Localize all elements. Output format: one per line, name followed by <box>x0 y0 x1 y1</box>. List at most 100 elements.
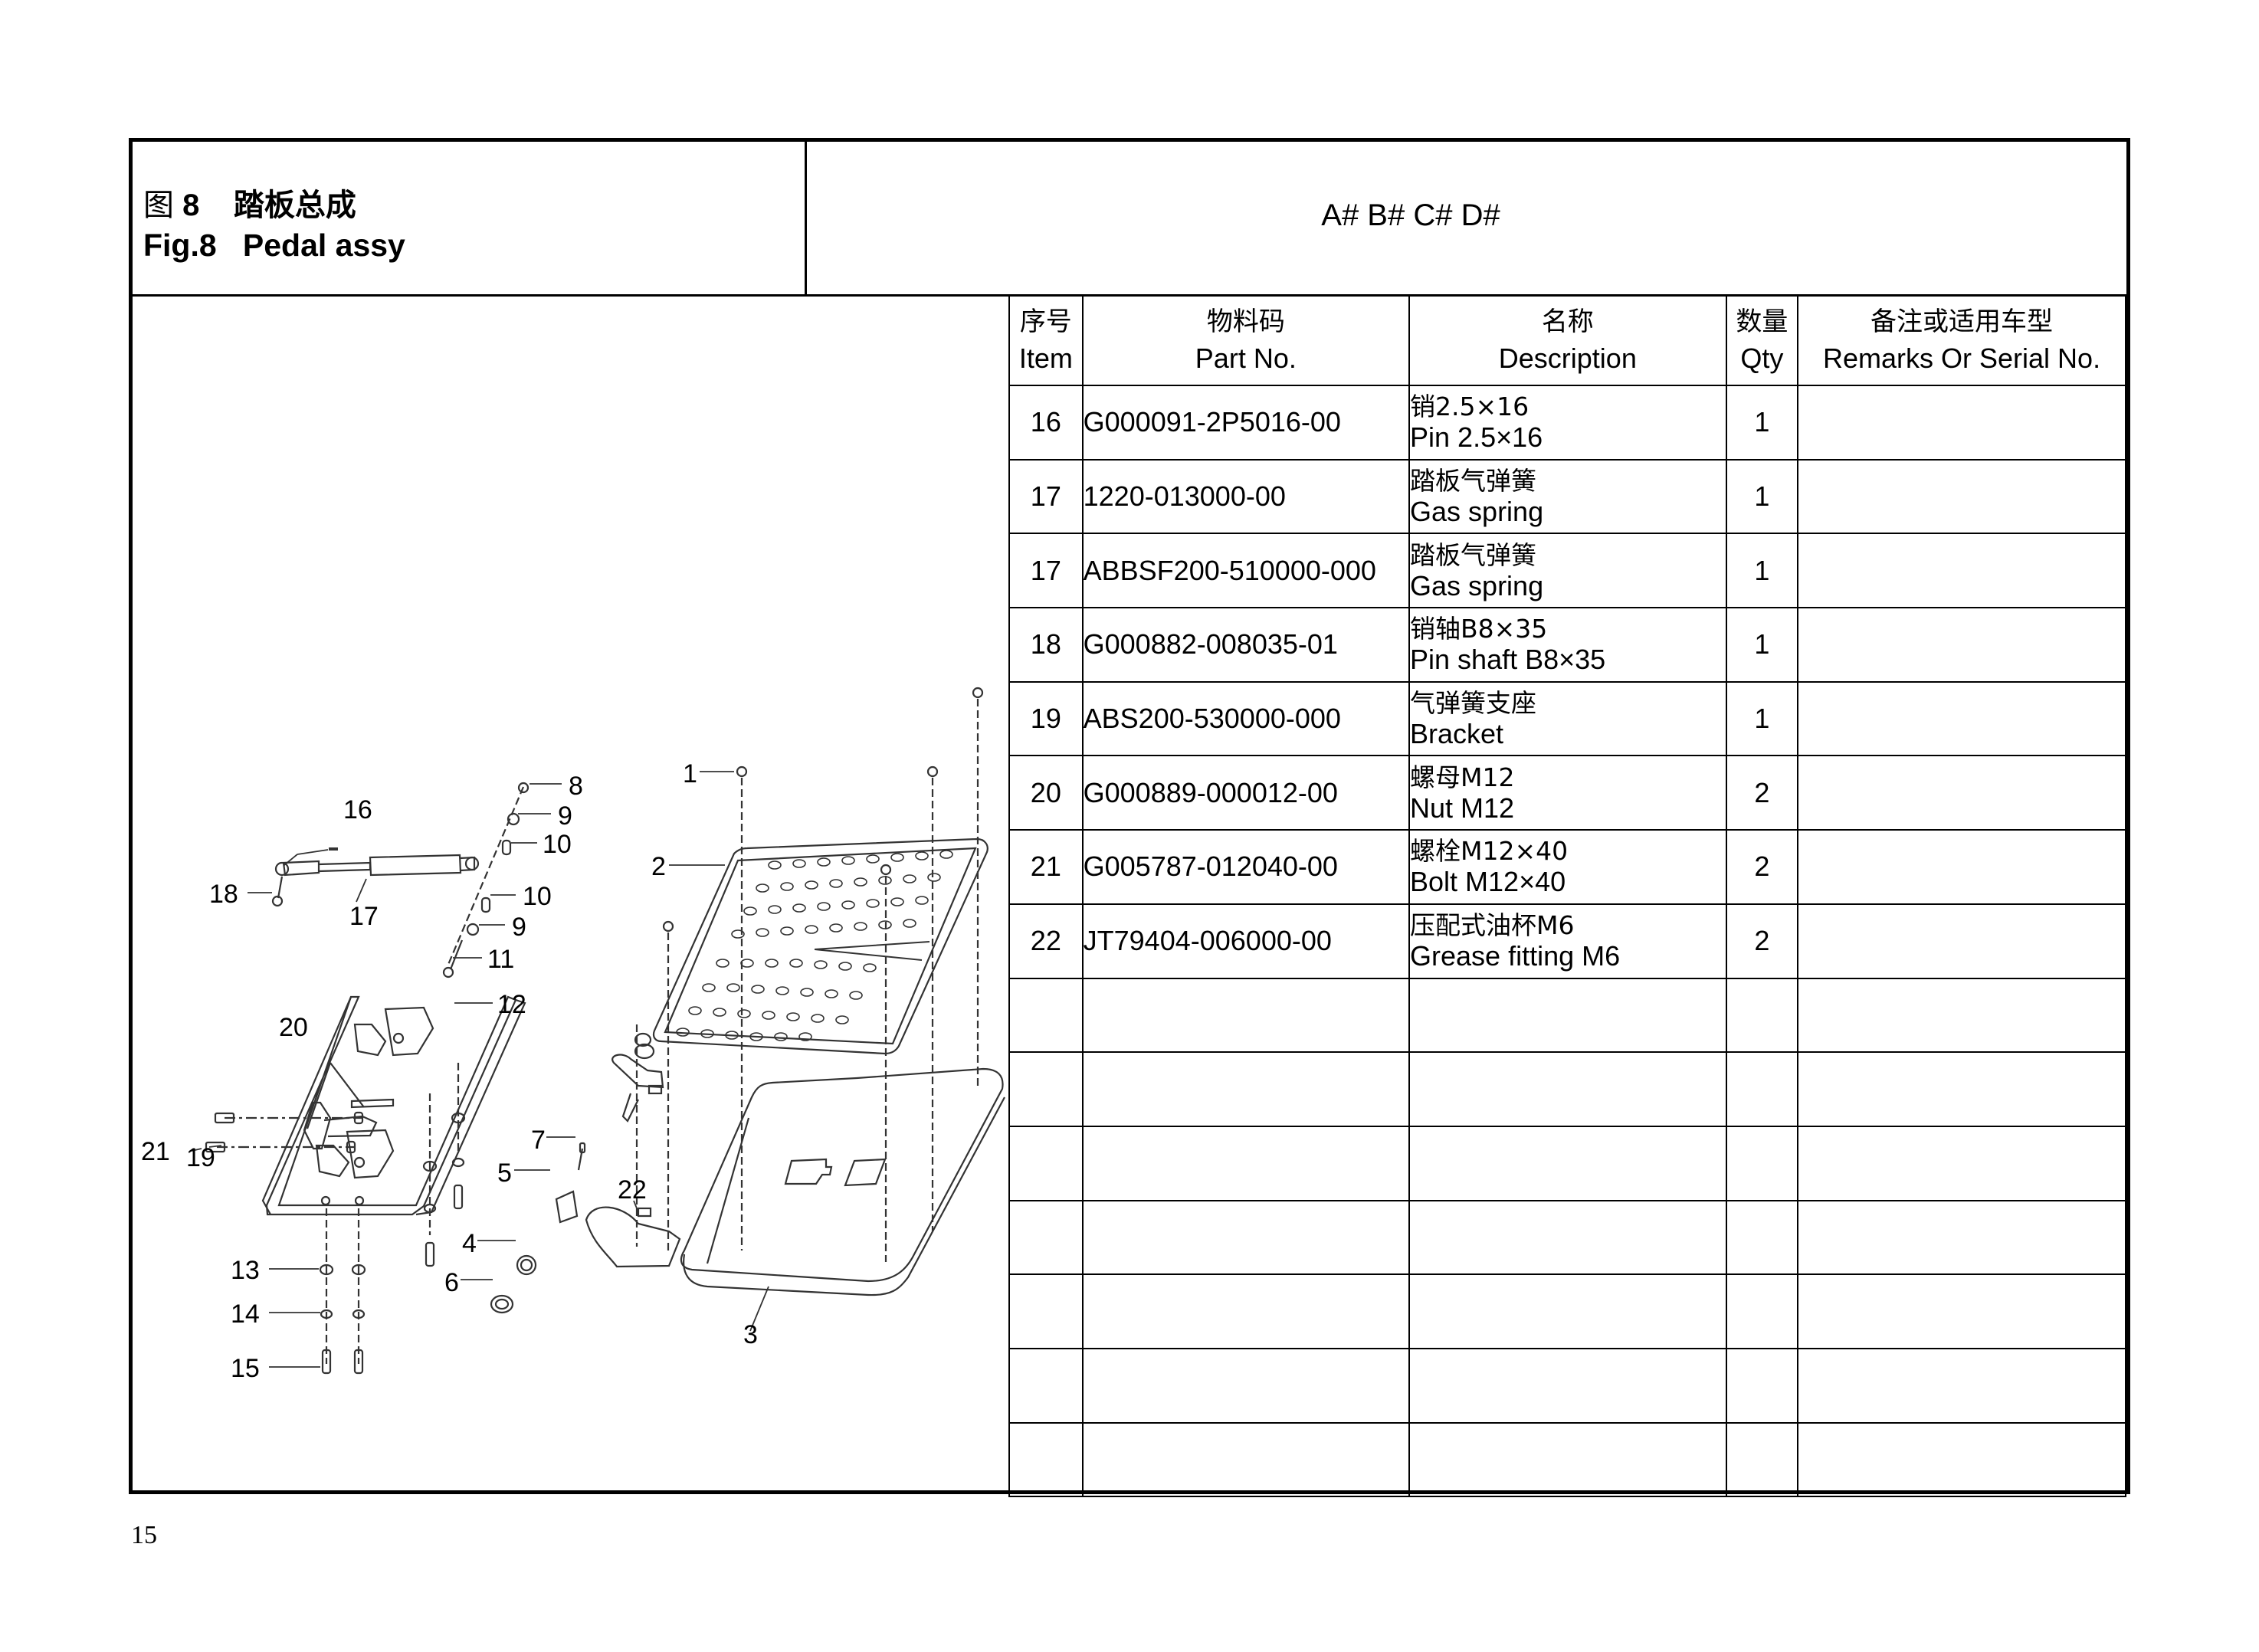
part-number <box>1081 1347 1411 1424</box>
part-number <box>1081 1199 1411 1276</box>
callout-label: 11 <box>487 945 515 974</box>
item-number: 19 <box>1008 680 1084 757</box>
remarks <box>1797 1347 2126 1424</box>
callout-label: 19 <box>186 1143 215 1172</box>
callout-label: 9 <box>558 801 572 831</box>
assembly-title-cn: 踏板总成 <box>233 188 356 222</box>
table-row-empty <box>1008 1051 2126 1127</box>
callout-label: 9 <box>512 913 526 942</box>
table-row-empty <box>1008 1125 2126 1201</box>
tread-plate-drawing <box>652 837 989 1055</box>
mounting-bolts-drawing <box>319 1063 466 1375</box>
figure-title-en: Fig.8 Pedal assy <box>143 228 405 264</box>
gas-spring-drawing <box>274 847 480 877</box>
figure-number-cn: 8 <box>182 188 200 222</box>
part-number: G005787-012040-00 <box>1081 829 1411 905</box>
callout-label: 1 <box>683 759 697 788</box>
table-row-empty <box>1008 1273 2126 1349</box>
spring-hardware-chain <box>271 782 530 978</box>
description <box>1408 1347 1727 1424</box>
item-number: 17 <box>1008 533 1084 609</box>
callout-label: 13 <box>231 1256 260 1285</box>
remarks <box>1797 385 2126 461</box>
callout-label: 15 <box>231 1354 260 1383</box>
quantity: 2 <box>1725 755 1799 831</box>
screws-drawing <box>662 687 984 1262</box>
part-number <box>1081 1421 1411 1498</box>
part-number: ABS200-530000-000 <box>1081 680 1411 757</box>
figure-label-cn: 图 <box>143 188 174 222</box>
callout-label: 7 <box>531 1126 546 1155</box>
page-number: 15 <box>131 1521 157 1549</box>
callout-label: 18 <box>209 880 238 909</box>
callout-label: 20 <box>279 1013 308 1042</box>
description <box>1408 1125 1727 1201</box>
callout-label: 17 <box>349 902 379 931</box>
exploded-view-diagram: 1 2 3 4 5 6 7 8 9 10 10 9 11 12 16 17 18… <box>133 297 1010 1494</box>
figure-title-block: 图 8 踏板总成 Fig.8 Pedal assy <box>133 142 807 297</box>
quantity <box>1725 1199 1799 1276</box>
callout-label: 8 <box>569 772 583 801</box>
part-number: G000882-008035-01 <box>1081 607 1411 683</box>
remarks <box>1797 903 2126 979</box>
quantity <box>1725 1125 1799 1201</box>
remarks <box>1797 1273 2126 1349</box>
callout-label: 2 <box>651 852 666 881</box>
description <box>1408 1051 1727 1127</box>
callout-label: 12 <box>497 990 526 1019</box>
item-number: 17 <box>1008 458 1084 535</box>
remarks <box>1797 1051 2126 1127</box>
part-number <box>1081 1125 1411 1201</box>
quantity: 1 <box>1725 680 1799 757</box>
table-row-empty <box>1008 1347 2126 1424</box>
description <box>1408 977 1727 1054</box>
callout-label: 10 <box>543 830 572 859</box>
item-number: 20 <box>1008 755 1084 831</box>
item-number: 16 <box>1008 385 1084 461</box>
part-number: 1220-013000-00 <box>1081 458 1411 535</box>
callout-label: 10 <box>523 882 552 911</box>
hinge-parts-drawing <box>490 1024 681 1314</box>
description <box>1408 1199 1727 1276</box>
remarks <box>1797 458 2126 535</box>
parts-sheet-frame: 图 8 踏板总成 Fig.8 Pedal assy A# B# C# D# <box>129 138 2130 1498</box>
quantity <box>1725 977 1799 1054</box>
part-number <box>1081 1273 1411 1349</box>
item-number <box>1008 977 1084 1054</box>
remarks <box>1797 1421 2126 1498</box>
item-number: 22 <box>1008 903 1084 979</box>
quantity <box>1725 1051 1799 1127</box>
table-row-empty <box>1008 1421 2126 1498</box>
quantity <box>1725 1421 1799 1498</box>
applicable-models: A# B# C# D# <box>1321 198 1500 232</box>
quantity: 2 <box>1725 903 1799 979</box>
remarks <box>1797 680 2126 757</box>
item-number <box>1008 1125 1084 1201</box>
callout-label: 21 <box>141 1137 170 1166</box>
remarks <box>1797 607 2126 683</box>
applicable-models-block: A# B# C# D# <box>807 142 2126 297</box>
part-number: ABBSF200-510000-000 <box>1081 533 1411 609</box>
callout-label: 22 <box>618 1175 647 1205</box>
callout-label: 16 <box>343 795 372 824</box>
quantity: 1 <box>1725 533 1799 609</box>
callout-label: 3 <box>743 1320 758 1349</box>
item-number: 21 <box>1008 829 1084 905</box>
